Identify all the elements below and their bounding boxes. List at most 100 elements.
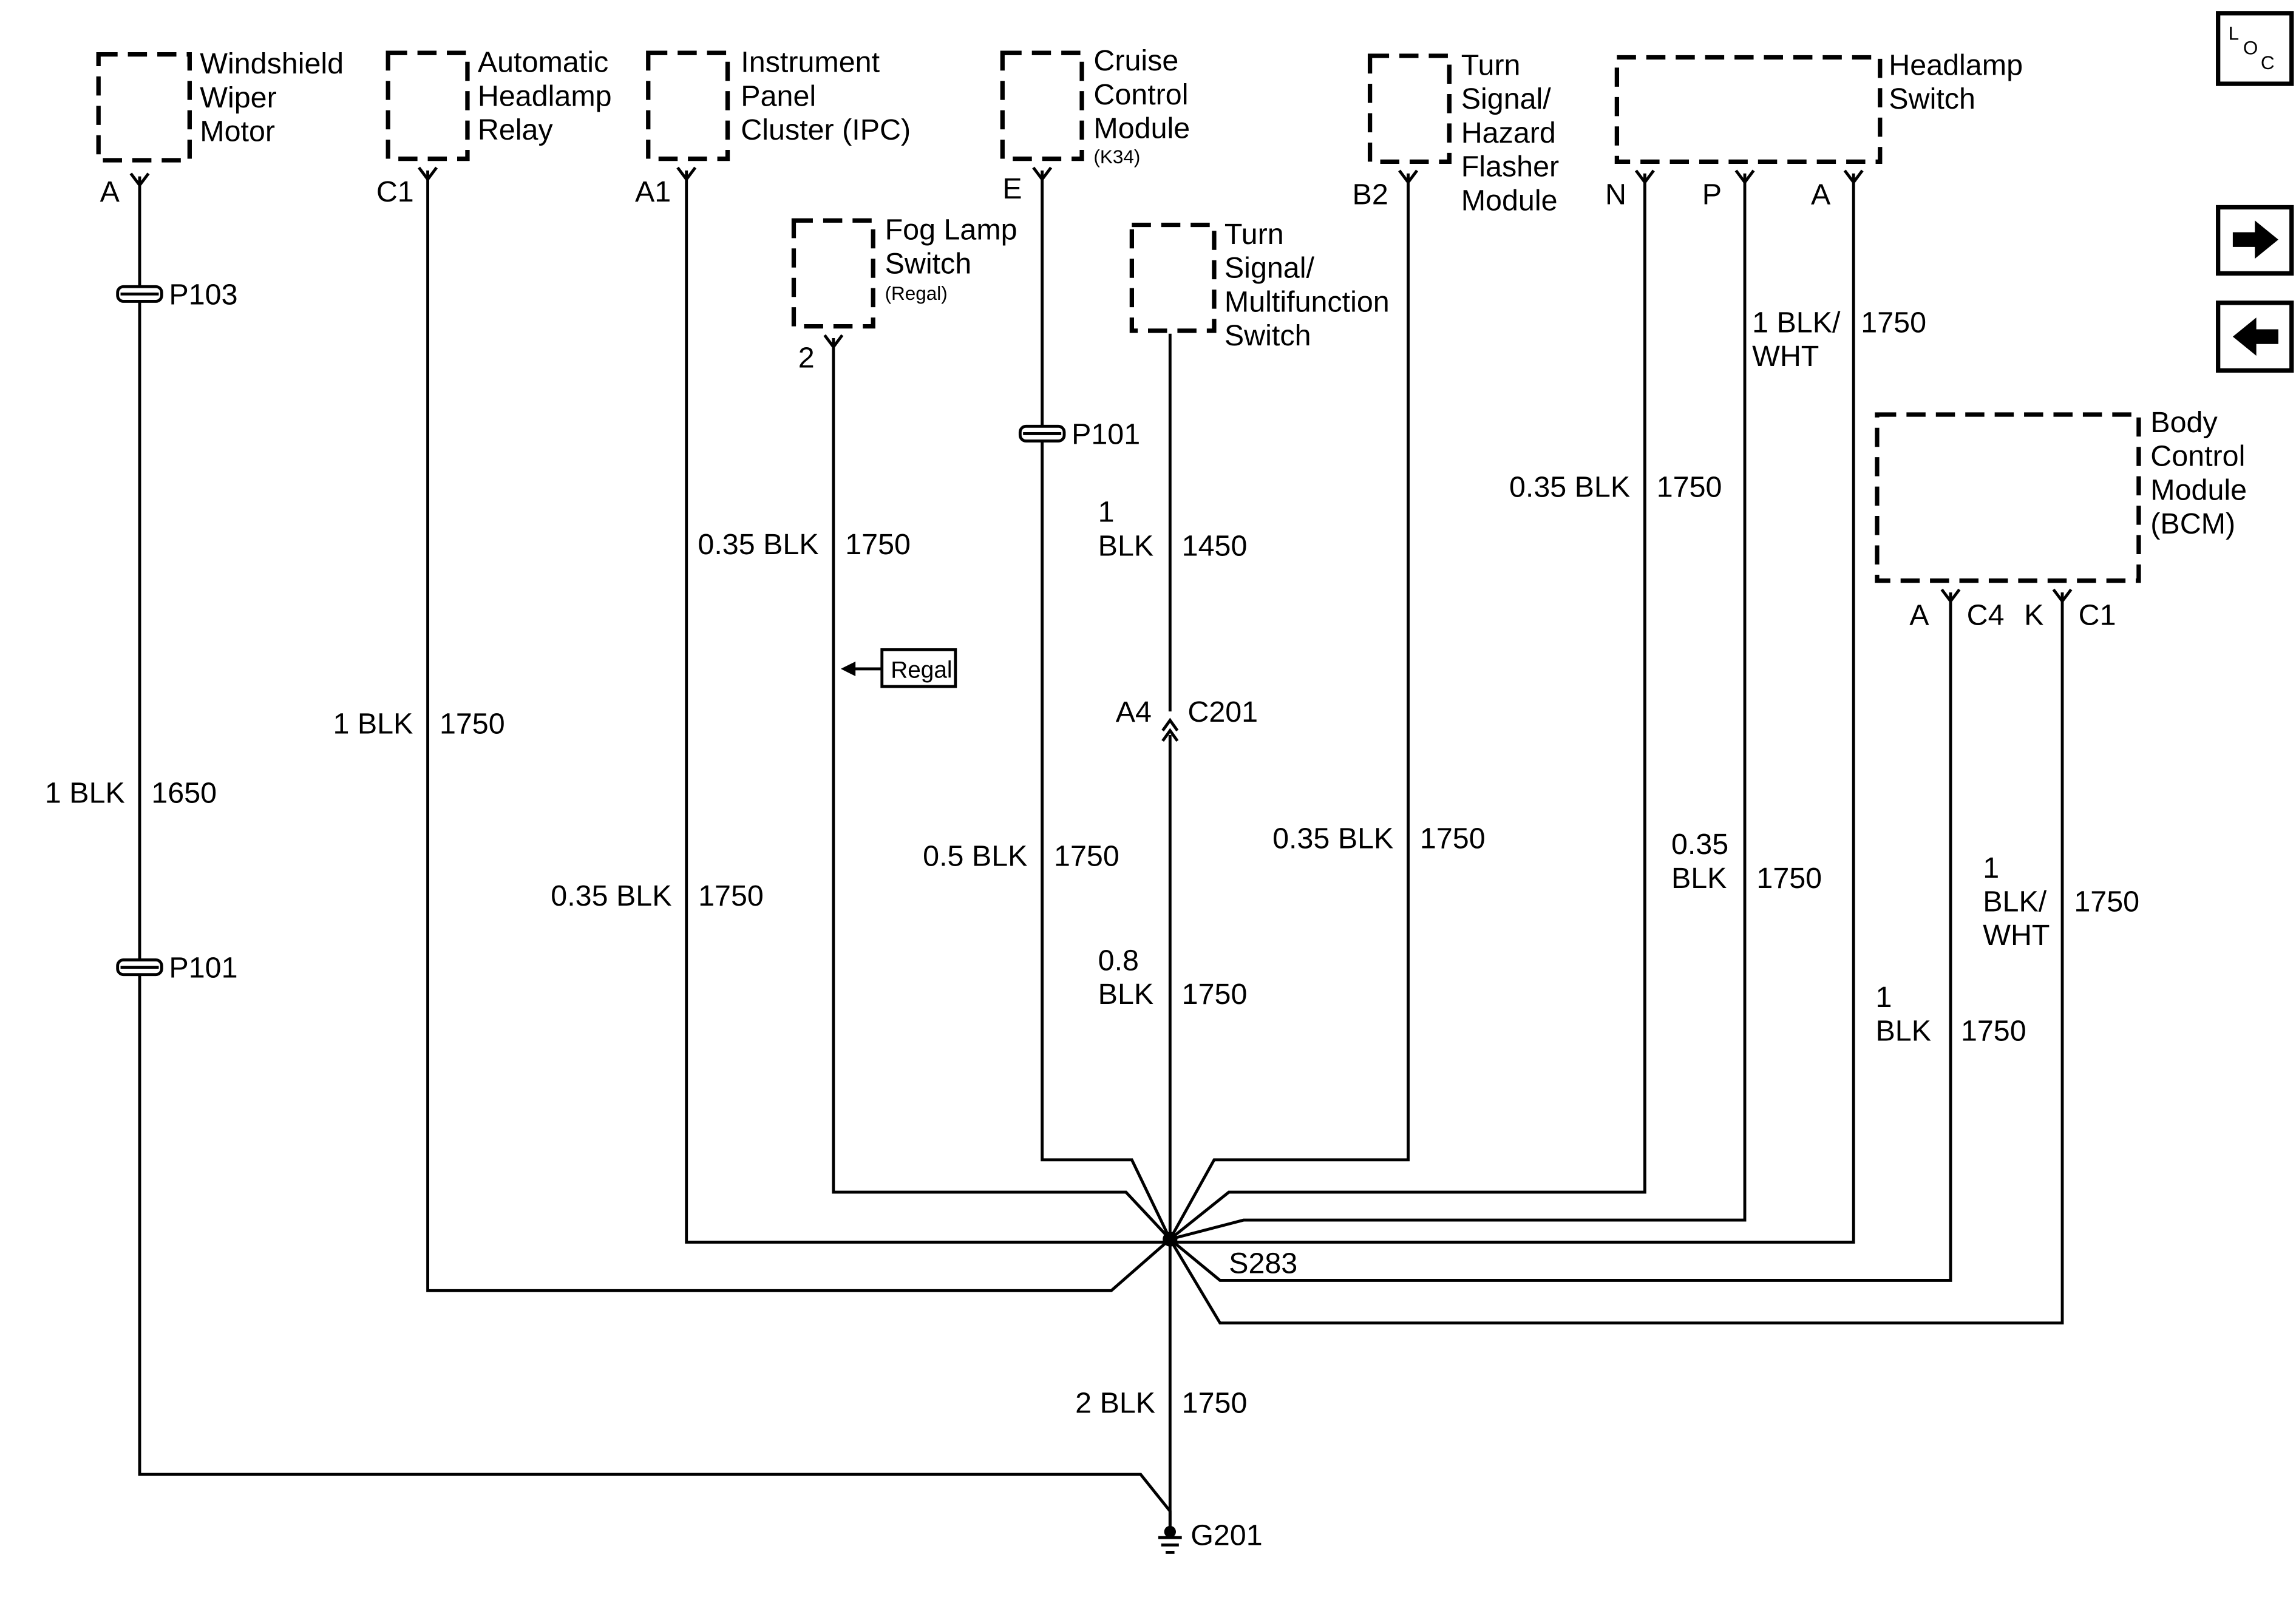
- component-label: Switch: [885, 247, 972, 280]
- wire-color-label: BLK: [1876, 1015, 1932, 1048]
- wire-color-label: BLK: [1671, 862, 1727, 895]
- component-label: Headlamp: [1889, 49, 2023, 82]
- component-label: Flasher: [1461, 151, 1559, 183]
- connector-label: P101: [1072, 418, 1140, 450]
- wire-color-label: 0.8: [1098, 944, 1139, 977]
- loc-letter: L: [2229, 22, 2240, 44]
- component-label: Multifunction: [1224, 285, 1390, 318]
- pin-label: A1: [635, 175, 671, 208]
- component-label: Control: [2150, 440, 2245, 473]
- component-label: Signal/: [1224, 252, 1315, 285]
- location-button[interactable]: L O C: [2216, 11, 2294, 86]
- circuit-number: 1750: [1420, 822, 1486, 855]
- component-label: Relay: [478, 114, 554, 146]
- component-sublabel: (Regal): [885, 283, 948, 304]
- component-label: Signal/: [1461, 83, 1552, 115]
- arrow-right-icon: [2232, 220, 2278, 259]
- pin-label: P: [1702, 178, 1722, 211]
- pin-label: C4: [1967, 598, 2005, 631]
- instrument-panel-cluster: Instrument Panel Cluster (IPC): [646, 46, 911, 161]
- pin-label: A: [1909, 598, 1929, 631]
- pin-label: N: [1605, 178, 1626, 211]
- pin-labels: A C1 A1 E 2 B2 N P A A C4 K C1: [100, 172, 2116, 631]
- pin-label: A: [100, 175, 120, 208]
- component-label: Module: [1093, 112, 1190, 145]
- component-label: Turn: [1224, 218, 1284, 251]
- wire-color-label: 0.35 BLK: [1509, 471, 1630, 504]
- wires: [138, 170, 2064, 1529]
- circuit-number: 1750: [698, 880, 764, 912]
- headlamp-switch: Headlamp Switch: [1614, 49, 2023, 164]
- pin-label: K: [2024, 598, 2043, 631]
- wire-color-label: WHT: [1752, 340, 1819, 373]
- component-label: Module: [1461, 184, 1558, 217]
- option-tag-label: Regal: [891, 657, 952, 683]
- component-label: Automatic: [478, 46, 608, 79]
- circuit-number: 1750: [440, 707, 505, 740]
- component-sublabel: (K34): [1093, 146, 1140, 168]
- ground-label: G201: [1190, 1519, 1262, 1551]
- connector-c201: A4 C201: [1116, 696, 1258, 742]
- component-label: Module: [2150, 473, 2247, 506]
- component-label: (BCM): [2150, 507, 2235, 540]
- circuit-number: 1750: [1054, 839, 1119, 872]
- connector-pin-label: A4: [1116, 696, 1152, 728]
- wire-color-label: 1 BLK/: [1752, 306, 1841, 339]
- fog-lamp-switch: Fog Lamp Switch (Regal): [791, 214, 1017, 329]
- connector-label: P103: [169, 278, 237, 311]
- pin-label: A: [1811, 178, 1831, 211]
- next-page-button[interactable]: [2216, 205, 2294, 276]
- component-label: Fog Lamp: [885, 214, 1017, 246]
- wire-color-label: 0.35: [1671, 828, 1728, 861]
- component-label: Body: [2150, 406, 2218, 439]
- circuit-number: 1750: [1182, 1386, 1248, 1419]
- circuit-number: 1750: [1182, 978, 1248, 1011]
- wire-color-label: BLK: [1098, 978, 1154, 1011]
- connector-label: P101: [169, 952, 237, 985]
- wire-color-label: 1: [1876, 981, 1892, 1014]
- component-label: Cruise: [1093, 44, 1178, 77]
- splice-s283: S283: [1163, 1232, 1297, 1280]
- component-label: Switch: [1224, 319, 1311, 352]
- circuit-number: 1750: [2074, 886, 2139, 918]
- ground-icon: [1158, 1525, 1182, 1554]
- splice-label: S283: [1229, 1247, 1297, 1280]
- component-label: Turn: [1461, 49, 1521, 82]
- connector-p101-wiper: P101: [116, 952, 238, 985]
- wire-color-label: 1 BLK: [45, 776, 125, 809]
- loc-letter: O: [2243, 38, 2258, 59]
- turn-signal-hazard-flasher-module: Turn Signal/ Hazard Flasher Module: [1367, 49, 1559, 217]
- body-control-module: Body Control Module (BCM): [1875, 406, 2247, 583]
- circuit-number: 1750: [845, 528, 911, 561]
- component-label: Motor: [200, 115, 275, 147]
- wire-color-label: 0.5 BLK: [923, 839, 1027, 872]
- wire-color-label: 1 BLK: [333, 707, 413, 740]
- circuit-number: 1750: [1861, 306, 1926, 339]
- wire-color-label: 1: [1983, 852, 1999, 884]
- pin-label: E: [1002, 172, 1022, 205]
- wire-color-label: BLK/: [1983, 886, 2047, 918]
- pin-label: 2: [798, 341, 815, 374]
- wire-color-label: BLK: [1098, 529, 1154, 562]
- windshield-wiper-motor: Windshield Wiper Motor: [96, 47, 344, 163]
- circuit-number: 1450: [1182, 529, 1248, 562]
- component-label: Instrument: [741, 46, 880, 79]
- component-label: Cluster (IPC): [741, 114, 911, 146]
- prev-page-button[interactable]: [2216, 300, 2294, 373]
- wire-color-label: 1: [1098, 496, 1115, 529]
- component-label: Windshield: [200, 47, 344, 80]
- pin-label: B2: [1353, 178, 1388, 211]
- component-label: Control: [1093, 78, 1188, 111]
- loc-letter: C: [2261, 52, 2275, 73]
- wire-color-label: 0.35 BLK: [1272, 822, 1393, 855]
- wire-labels: 1 BLK 1650 1 BLK 1750 0.35 BLK 1750 0.35…: [45, 306, 2139, 1419]
- cruise-control-module: Cruise Control Module (K34): [1000, 44, 1190, 168]
- wire-color-label: 0.35 BLK: [551, 880, 671, 912]
- connector-p103: P103: [116, 278, 238, 311]
- component-label: Hazard: [1461, 117, 1556, 149]
- connector-label: C201: [1187, 696, 1258, 728]
- circuit-number: 1750: [1961, 1015, 2026, 1048]
- wire-color-label: 0.35 BLK: [698, 528, 818, 561]
- automatic-headlamp-relay: Automatic Headlamp Relay: [385, 46, 612, 161]
